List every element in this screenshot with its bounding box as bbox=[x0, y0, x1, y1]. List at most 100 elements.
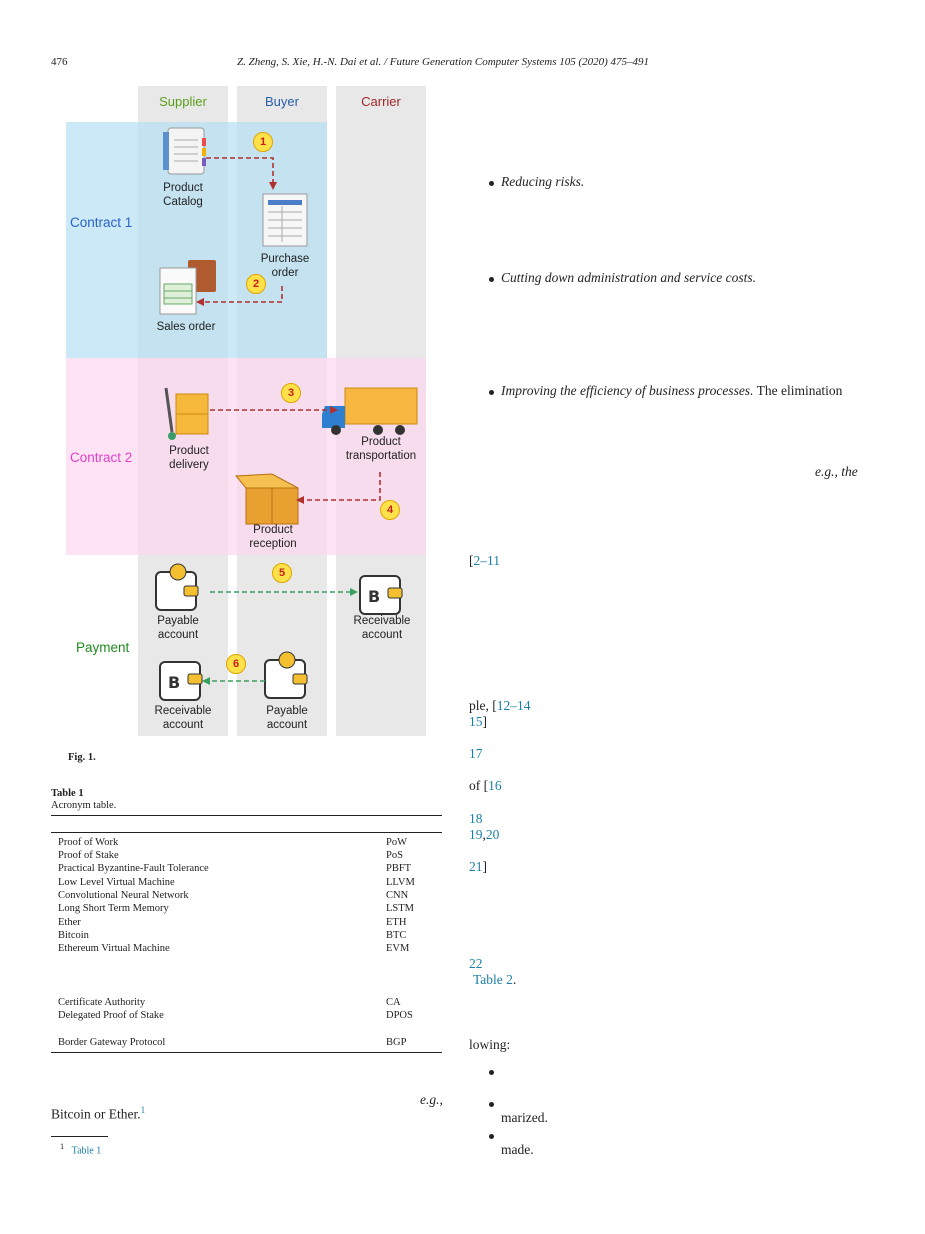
bullet-2 bbox=[489, 277, 494, 282]
label-product-delivery: Product delivery bbox=[169, 445, 209, 471]
abbr: PoS bbox=[386, 850, 403, 861]
bullet-1 bbox=[489, 181, 494, 186]
box-icon bbox=[234, 473, 299, 525]
citation-link[interactable]: 21 bbox=[469, 859, 483, 874]
table-row: Bitcoin BTC bbox=[58, 929, 442, 942]
running-title: Z. Zheng, S. Xie, H.-N. Dai et al. / Fut… bbox=[237, 56, 650, 68]
bracket: [ bbox=[469, 553, 474, 568]
ref-16: of [16 bbox=[469, 778, 502, 794]
ref-15: 15] bbox=[469, 714, 487, 730]
abbr: CA bbox=[386, 997, 401, 1008]
term: Convolutional Neural Network bbox=[58, 890, 189, 901]
purchase-order-icon bbox=[262, 193, 308, 247]
ple-text: ple, [ bbox=[469, 698, 497, 713]
label-payable-account-1: Payable account bbox=[157, 615, 199, 641]
eg-the: e.g., the bbox=[815, 464, 858, 480]
product-delivery-icon bbox=[164, 387, 209, 440]
arrow-step-1 bbox=[206, 157, 274, 182]
bitcoin-text: Bitcoin or Ether. bbox=[51, 1106, 141, 1122]
abbr: LSTM bbox=[386, 903, 415, 914]
step-badge-2: 2 bbox=[246, 274, 266, 294]
ref-2-11: [2–11 bbox=[469, 553, 500, 569]
step-badge-1: 1 bbox=[253, 132, 273, 152]
citation-link[interactable]: 22 bbox=[469, 956, 483, 971]
section-contract-1: Contract 1 bbox=[70, 215, 133, 230]
label-product-catalog: Product Catalog bbox=[163, 182, 203, 208]
abbr: PoW bbox=[386, 837, 407, 848]
truck-icon bbox=[322, 387, 418, 435]
citation-link[interactable]: 18 bbox=[469, 811, 483, 826]
term: Proof of Stake bbox=[58, 850, 119, 861]
table-2-link[interactable]: Table 2 bbox=[473, 972, 513, 987]
abbr: CNN bbox=[386, 890, 409, 901]
payable-wallet-icon-1 bbox=[155, 563, 199, 611]
made-text: made. bbox=[501, 1142, 534, 1157]
label-sales-order: Sales order bbox=[156, 321, 216, 333]
bullet-3 bbox=[489, 390, 494, 395]
table-row: Convolutional Neural Network CNN bbox=[58, 889, 442, 902]
figure-graphics: B B bbox=[155, 127, 418, 701]
ref-19-20: 19,20 bbox=[469, 827, 499, 843]
table-top-rule bbox=[51, 815, 442, 816]
lane-title-carrier: Carrier bbox=[361, 94, 401, 109]
step-badge-6: 6 bbox=[226, 654, 246, 674]
of-text: of [ bbox=[469, 778, 489, 793]
sales-order-icon bbox=[159, 260, 216, 315]
footnote-link[interactable]: Table 1 bbox=[71, 1145, 102, 1157]
term: Practical Byzantine-Fault Tolerance bbox=[58, 863, 209, 874]
abbr: BTC bbox=[386, 930, 407, 941]
arrow-step-4 bbox=[304, 472, 381, 501]
footnote-number: 1 bbox=[60, 1142, 65, 1151]
term: Bitcoin bbox=[58, 930, 89, 941]
bullet-1-text: Reducing risks. bbox=[501, 174, 585, 189]
citation-link[interactable]: 20 bbox=[485, 827, 500, 842]
figure-1: Supplier Buyer Carrier Contract 1 Contra… bbox=[60, 86, 430, 738]
term: Delegated Proof of Stake bbox=[58, 1010, 164, 1021]
abbr: DPOS bbox=[386, 1010, 413, 1021]
term: Certificate Authority bbox=[58, 997, 146, 1008]
citation-link[interactable]: 2–11 bbox=[473, 553, 501, 568]
lane-title-supplier: Supplier bbox=[159, 94, 207, 109]
citation-link[interactable]: 12–14 bbox=[496, 698, 531, 713]
period: . bbox=[512, 972, 517, 987]
label-product-reception: Product reception bbox=[249, 524, 297, 550]
svg-text:B: B bbox=[368, 587, 380, 606]
eg-the-text: e.g., the bbox=[815, 464, 858, 479]
abbr: LLVM bbox=[386, 877, 415, 888]
payable-wallet-icon-2 bbox=[264, 651, 308, 699]
term: Ethereum Virtual Machine bbox=[58, 943, 170, 954]
step-badge-5: 5 bbox=[272, 563, 292, 583]
receivable-wallet-icon-2: B bbox=[159, 661, 203, 701]
lowing-text: lowing: bbox=[469, 1037, 511, 1052]
table-header-rule bbox=[51, 832, 442, 833]
citation-link[interactable]: 19 bbox=[469, 827, 483, 842]
bullet-6 bbox=[489, 1134, 494, 1139]
bullet-5 bbox=[489, 1102, 494, 1107]
figure-caption: Fig. 1. bbox=[68, 752, 96, 763]
ref-21: 21] bbox=[469, 859, 487, 875]
label-receivable-account-2: Receivable account bbox=[154, 705, 212, 731]
label-product-transportation: Product transportation bbox=[345, 436, 417, 462]
citation-link[interactable]: 15 bbox=[469, 714, 483, 729]
comma: , bbox=[482, 827, 486, 842]
eg-fragment: e.g., bbox=[420, 1092, 443, 1107]
citation-link[interactable]: 16 bbox=[488, 778, 502, 793]
table-label: Table 1 bbox=[51, 788, 84, 799]
lane-title-buyer: Buyer bbox=[265, 94, 299, 109]
label-purchase-order: Purchase order bbox=[260, 253, 310, 279]
section-payment: Payment bbox=[76, 640, 130, 655]
arrow-step-2 bbox=[204, 286, 283, 303]
page-number: 476 bbox=[51, 56, 68, 68]
citation-link[interactable]: 17 bbox=[469, 746, 483, 761]
abbr: ETH bbox=[386, 917, 407, 928]
label-receivable-account-1: Receivable account bbox=[353, 615, 411, 641]
table-2-ref: Table 2. bbox=[473, 972, 516, 988]
footnote-ref[interactable]: 1 bbox=[140, 1105, 146, 1115]
receivable-wallet-icon-1: B bbox=[359, 575, 403, 615]
